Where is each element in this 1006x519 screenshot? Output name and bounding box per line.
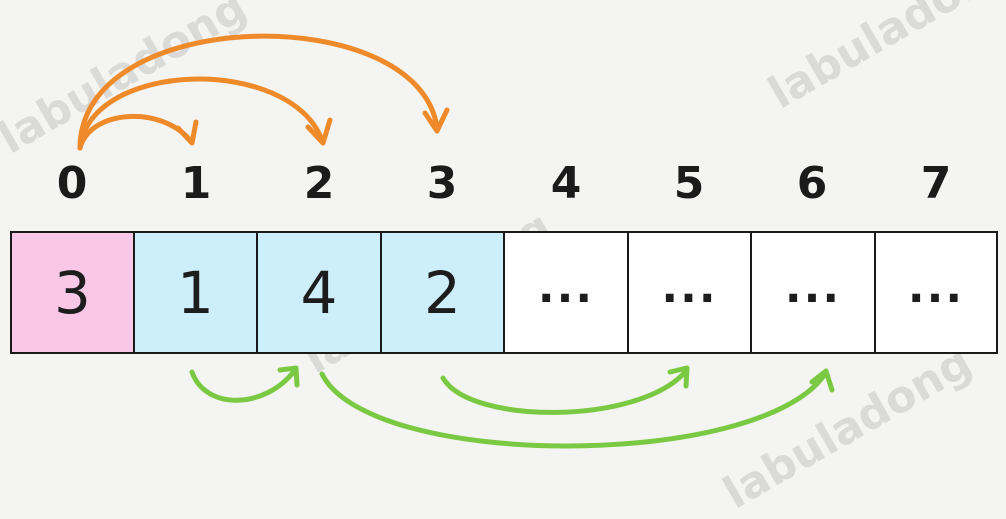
index-label-0: 0 bbox=[56, 158, 88, 209]
green-arrow-head-2 bbox=[277, 365, 300, 388]
index-label-1: 1 bbox=[180, 158, 212, 209]
array-cell-1: 1 bbox=[133, 231, 258, 354]
green-arrow-head-6 bbox=[809, 368, 835, 393]
orange-arrow-0-to-1 bbox=[77, 113, 193, 151]
green-arrow-2-to-6 bbox=[319, 371, 828, 449]
orange-arrow-head-2 bbox=[305, 117, 333, 146]
orange-arrow-0-to-3 bbox=[77, 33, 440, 151]
index-label-4: 4 bbox=[550, 158, 582, 209]
index-label-5: 5 bbox=[673, 158, 705, 209]
green-arrow-3-to-5 bbox=[440, 368, 689, 415]
index-label-6: 6 bbox=[796, 158, 828, 209]
orange-arrow-head-3 bbox=[422, 107, 450, 134]
array-cell-5: ... bbox=[627, 231, 752, 354]
array-cell-7: ... bbox=[874, 231, 998, 354]
orange-arrow-head-1 bbox=[175, 119, 199, 146]
index-label-3: 3 bbox=[426, 158, 458, 209]
orange-arrow-0-to-2 bbox=[77, 76, 325, 151]
array-cell-2: 4 bbox=[256, 231, 382, 354]
index-label-7: 7 bbox=[920, 158, 952, 209]
arrows-layer bbox=[77, 33, 835, 449]
green-arrow-1-to-2 bbox=[189, 367, 298, 403]
array-cell-4: ... bbox=[503, 231, 629, 354]
array-cell-3: 2 bbox=[380, 231, 505, 354]
index-label-2: 2 bbox=[303, 158, 335, 209]
green-arrow-head-5 bbox=[667, 365, 690, 389]
array-cell-6: ... bbox=[750, 231, 876, 354]
array-cell-0: 3 bbox=[10, 231, 135, 354]
